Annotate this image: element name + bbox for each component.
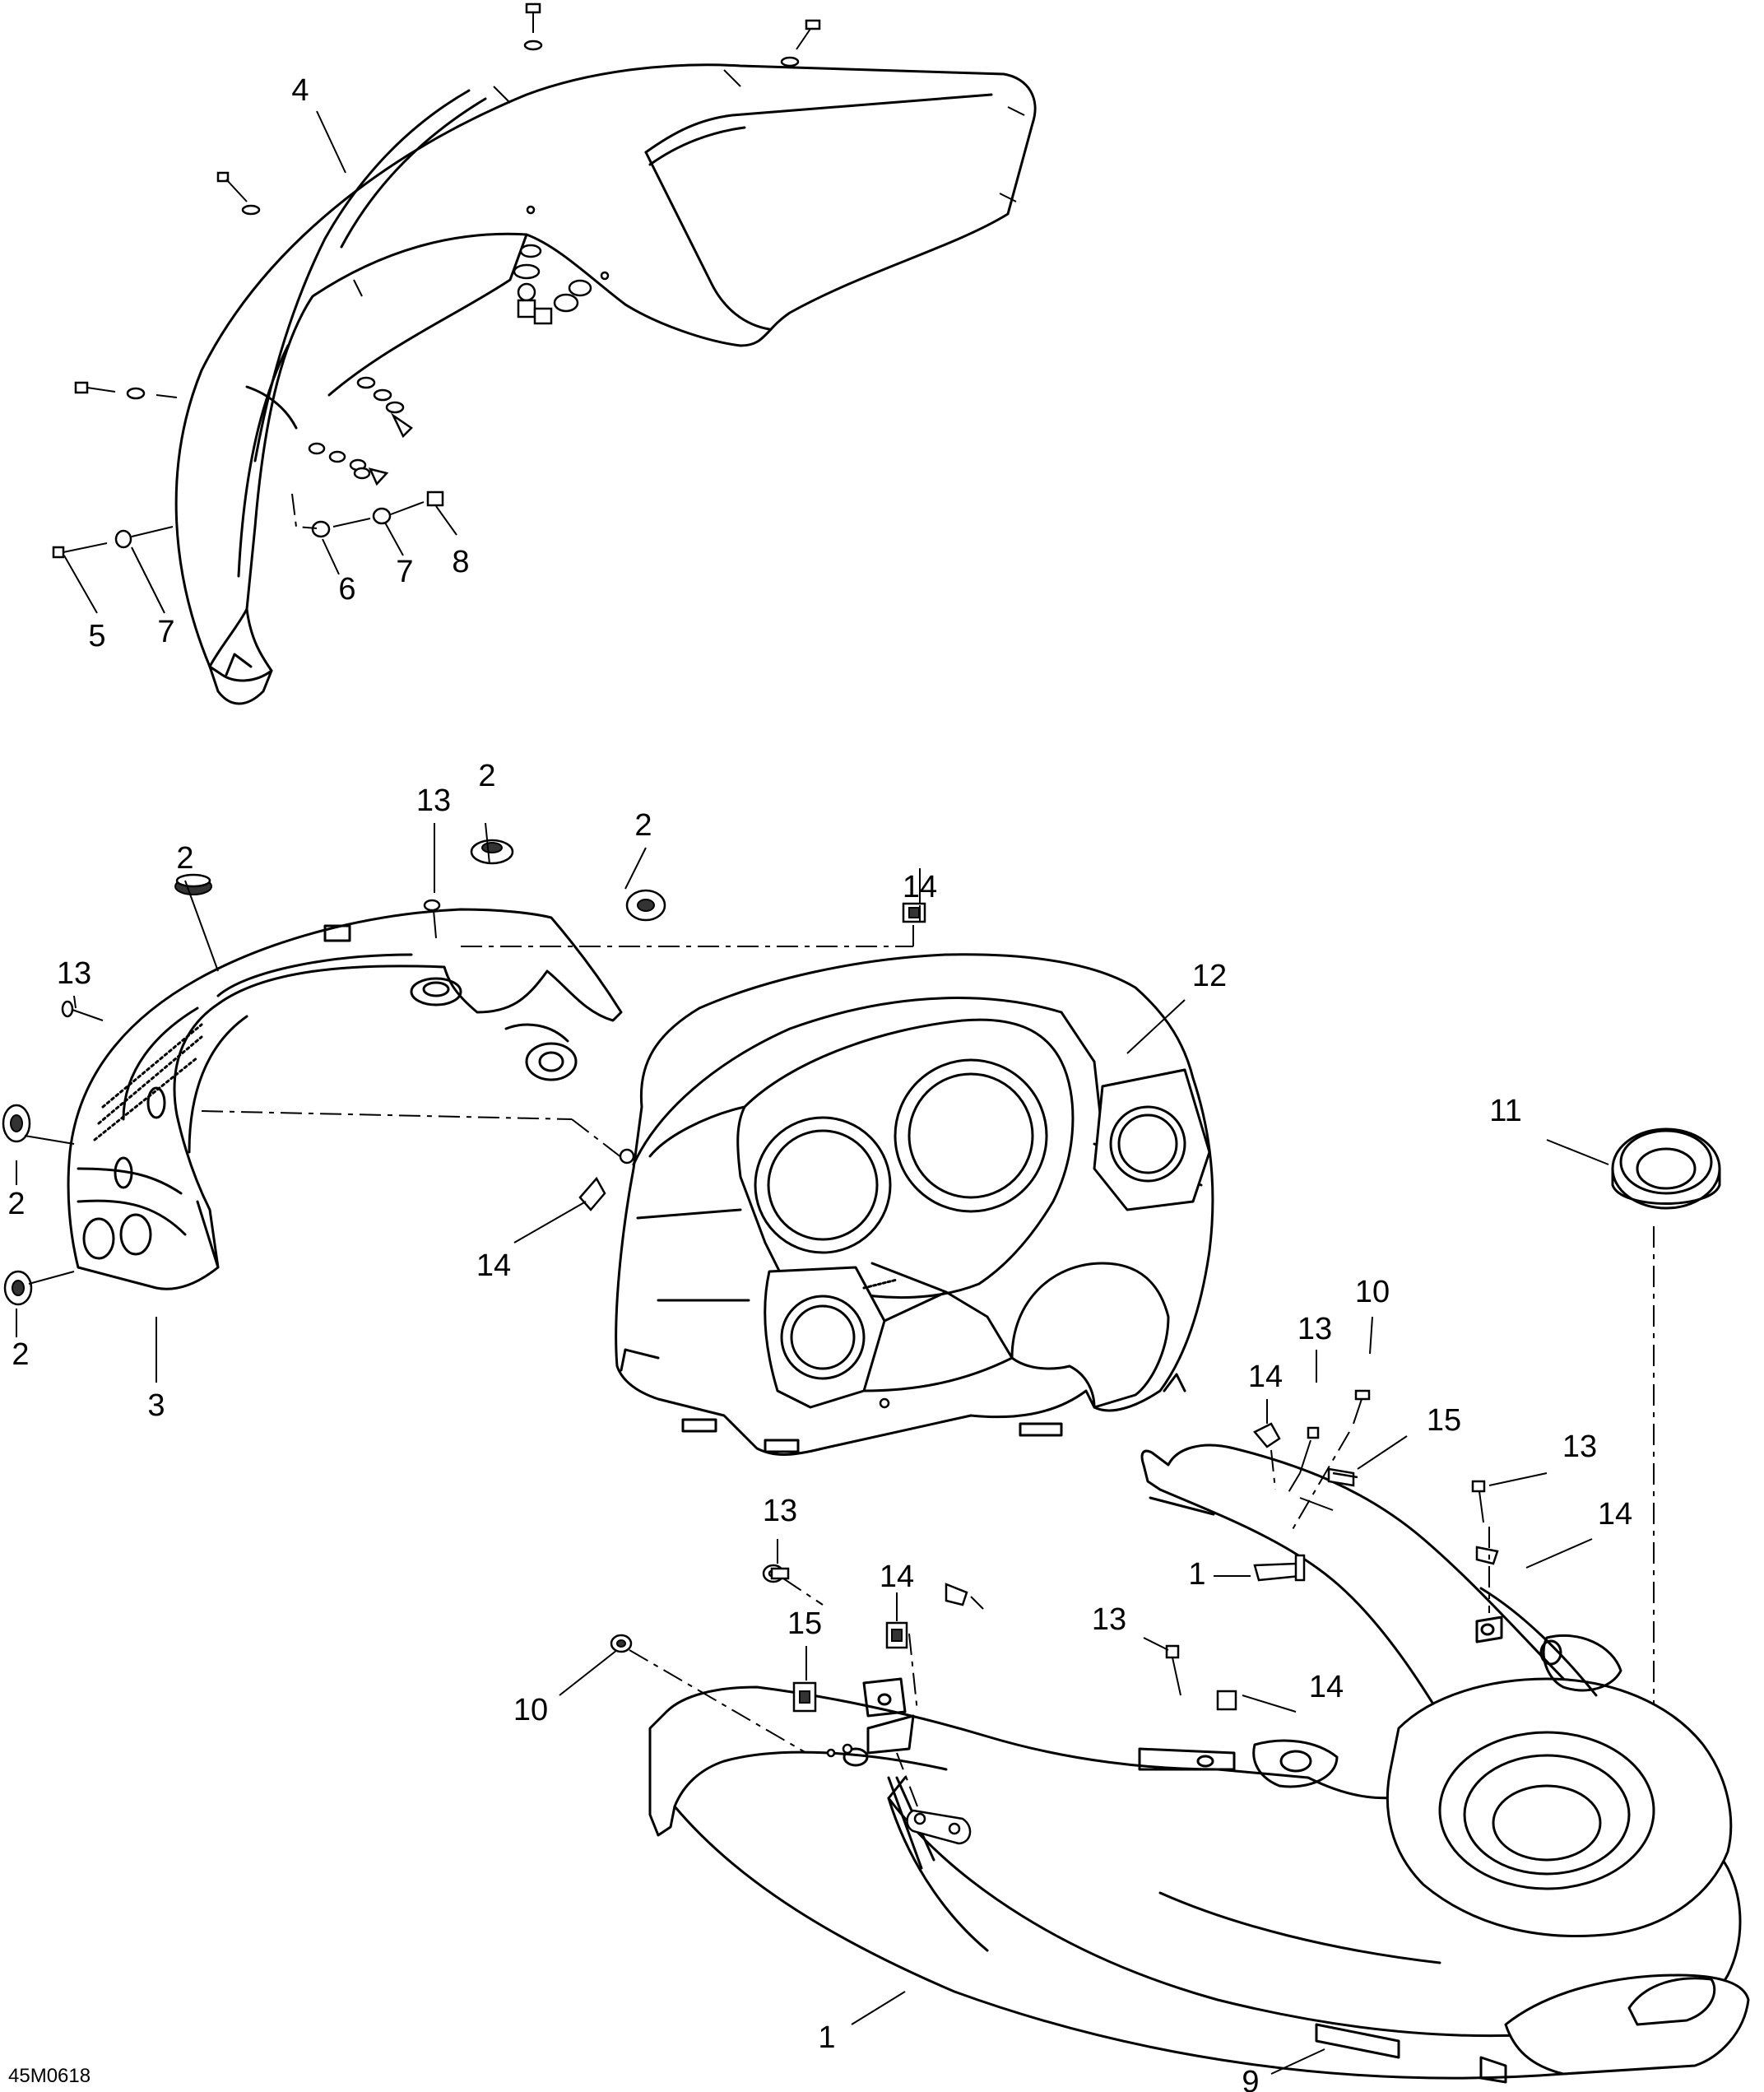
callout-14: 14 (1248, 1360, 1283, 1394)
leader-lines (16, 110, 1609, 2075)
callout-13: 13 (1297, 1312, 1332, 1346)
callout-3: 3 (147, 1388, 165, 1423)
callout-10: 10 (1355, 1275, 1390, 1309)
windshield-hardware (52, 2, 821, 559)
callout-7: 7 (396, 555, 413, 589)
callout-7: 7 (157, 615, 174, 649)
callout-4: 4 (291, 73, 309, 108)
callout-2: 2 (12, 1337, 29, 1372)
callout-14: 14 (476, 1248, 511, 1283)
callout-11: 11 (1489, 1094, 1521, 1128)
lower-console-part-9 (648, 1443, 1750, 2084)
side-panel-hardware (2, 839, 914, 1306)
callout-14: 14 (903, 870, 937, 904)
callout-2: 2 (7, 1187, 25, 1221)
gauge-housing-part-12 (615, 953, 1214, 1456)
windshield-part-4 (174, 63, 1037, 705)
callout-14: 14 (1598, 1497, 1632, 1532)
callout-8: 8 (452, 545, 469, 579)
callout-15: 15 (787, 1606, 822, 1641)
callout-6: 6 (338, 572, 355, 607)
callout-12: 12 (1192, 959, 1227, 993)
callout-1: 1 (1188, 1557, 1205, 1592)
callout-13: 13 (57, 956, 91, 991)
callout-15: 15 (1427, 1403, 1461, 1438)
callout-1: 1 (818, 2020, 835, 2055)
callout-5: 5 (88, 619, 105, 653)
callout-13: 13 (1092, 1602, 1126, 1637)
callout-9: 9 (1242, 2065, 1259, 2092)
callout-2: 2 (478, 759, 495, 793)
callout-14: 14 (880, 1560, 914, 1594)
callout-2: 2 (176, 841, 193, 876)
callout-13: 13 (1562, 1430, 1597, 1464)
callout-labels: 4 5 7 6 7 8 13 2 2 2 13 14 12 2 2 3 14 1… (7, 73, 1632, 2092)
figure-code: 45M0618 (8, 2065, 91, 2087)
callout-2: 2 (634, 808, 652, 843)
callout-13: 13 (763, 1494, 797, 1528)
ring-nut-part-11 (1611, 1127, 1721, 1761)
callout-10: 10 (513, 1693, 548, 1727)
callout-14: 14 (1309, 1670, 1344, 1704)
lower-console-hardware (610, 1389, 1499, 1845)
side-panel-part-3 (67, 908, 623, 1290)
callout-13: 13 (416, 783, 451, 818)
